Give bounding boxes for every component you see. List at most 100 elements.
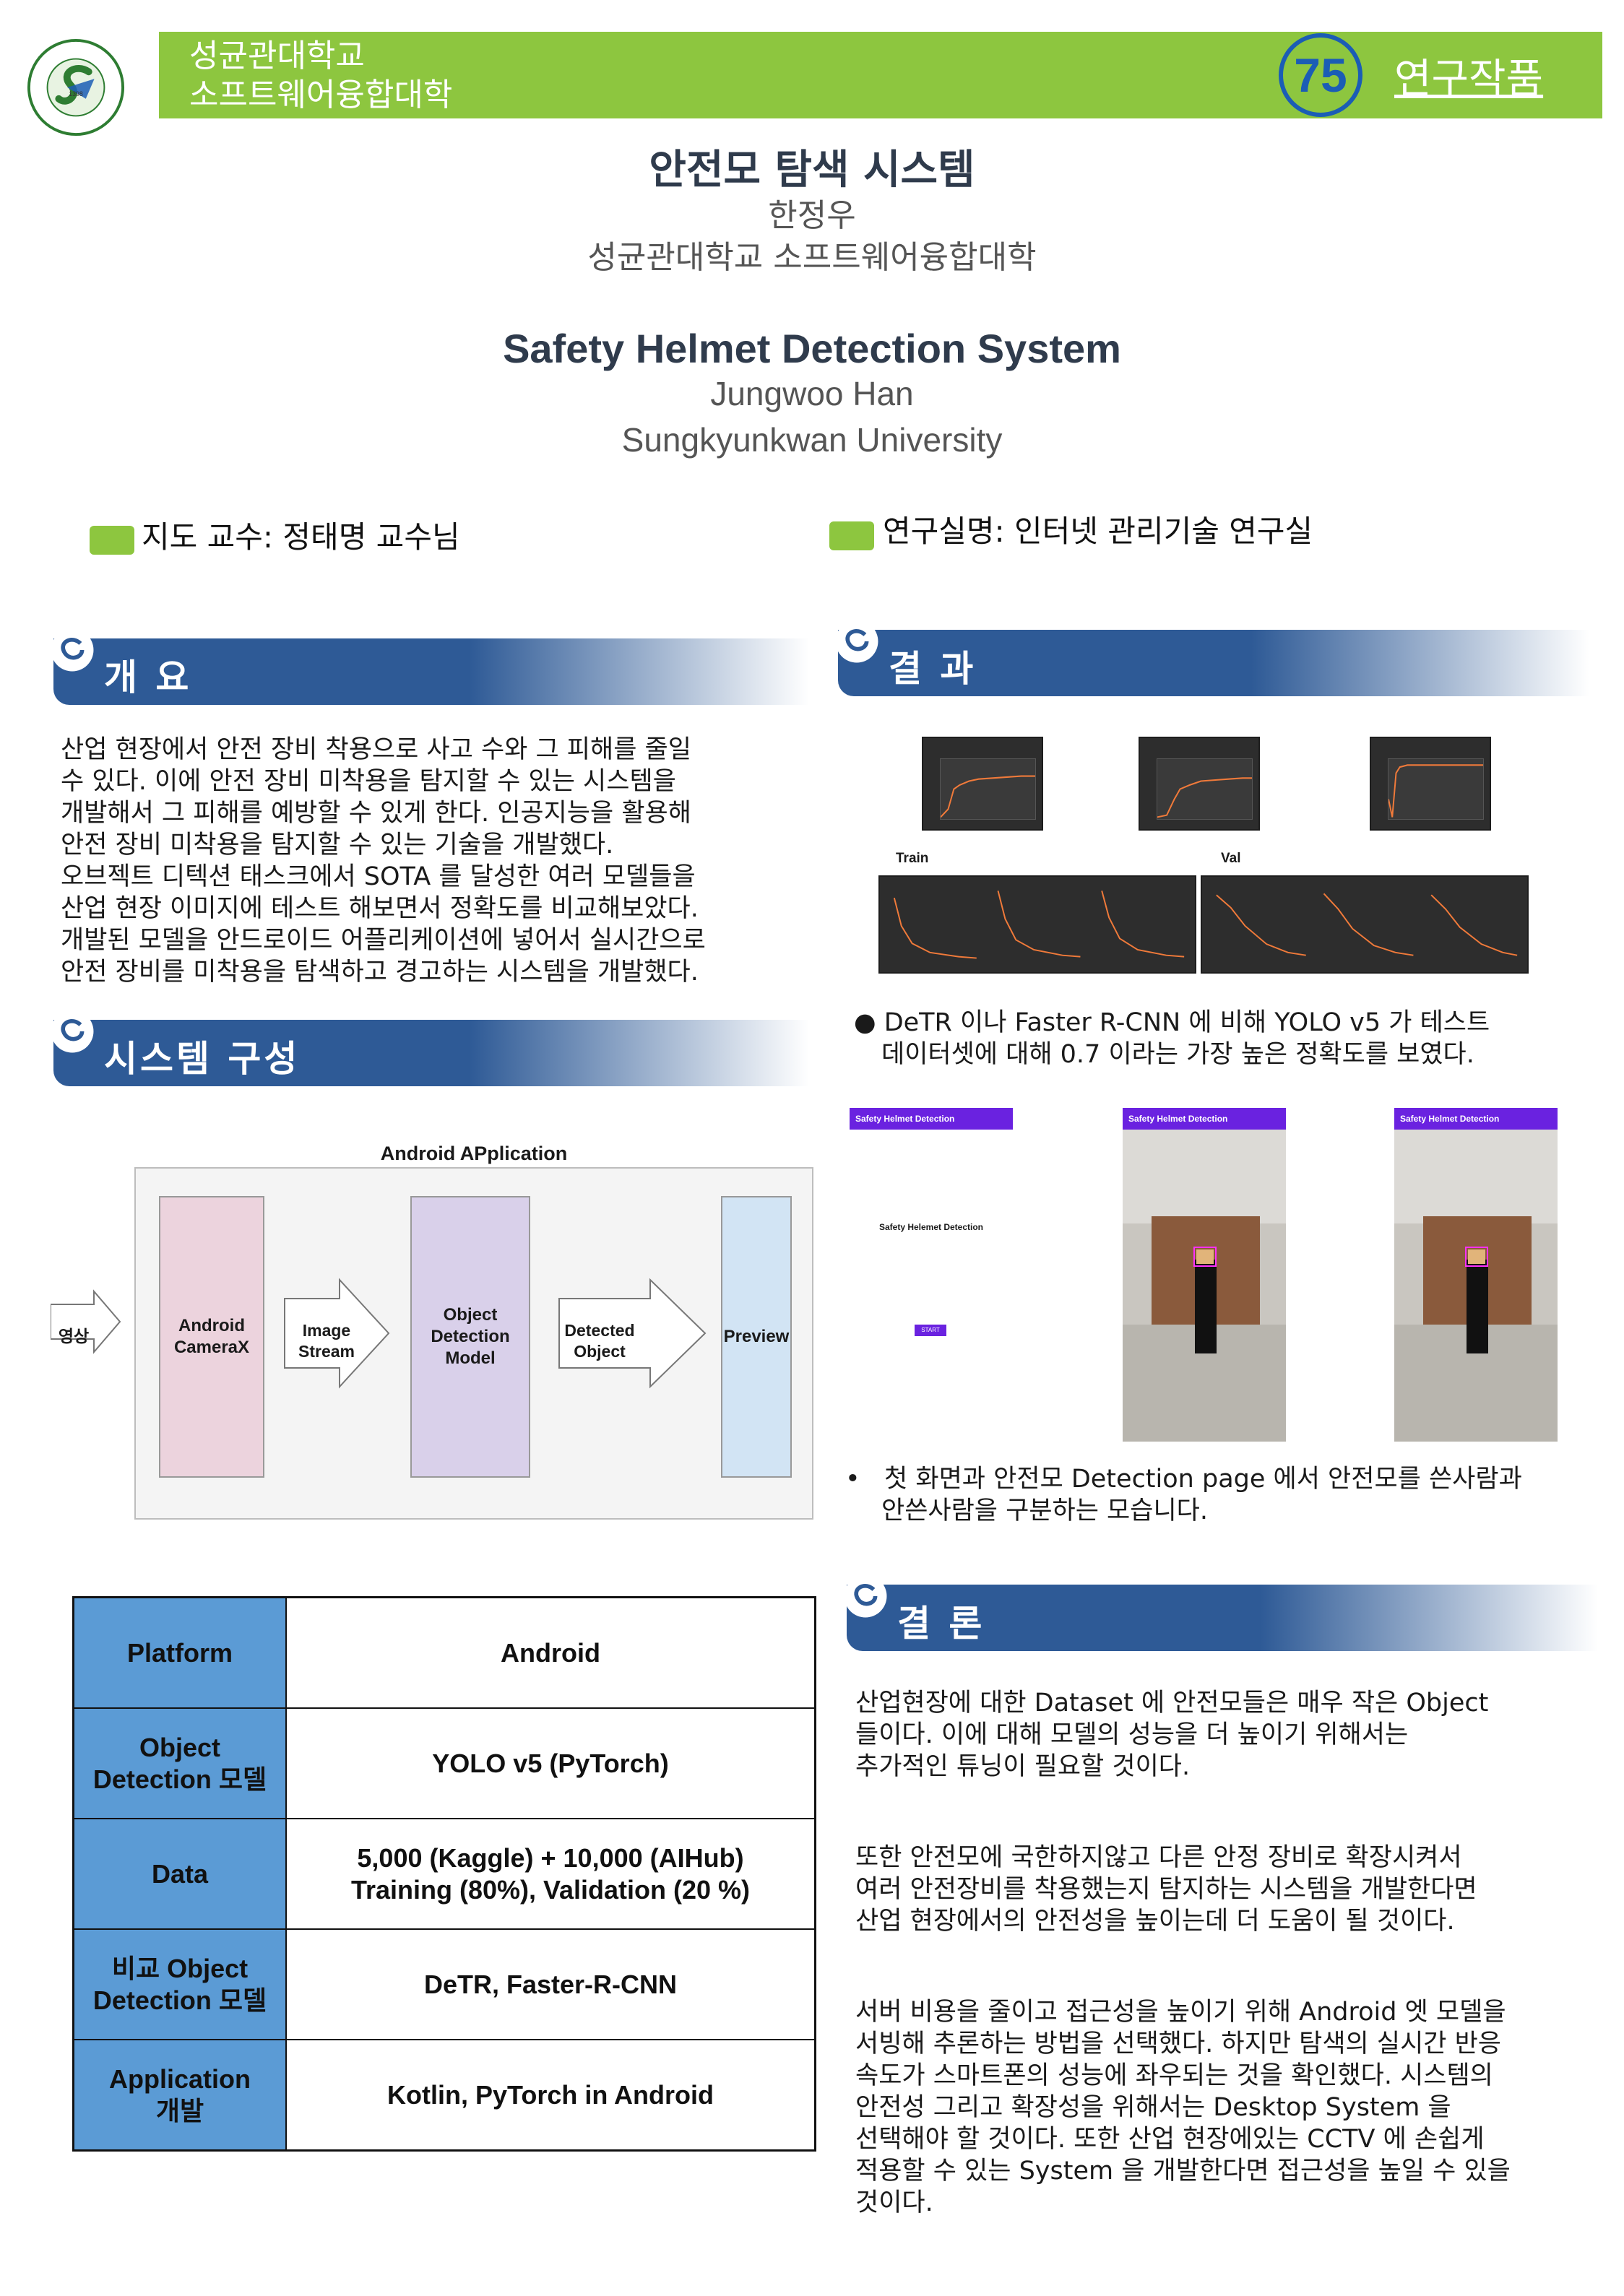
conclusion-line: 속도가 스마트폰의 성능에 좌우되는 것을 확인했다. 시스템의 (855, 2061, 1493, 2090)
section-swirl-icon (51, 628, 94, 672)
app-detection-screen-2: Safety Helmet Detection (1394, 1108, 1558, 1442)
detected-arrow (558, 1278, 707, 1389)
overview-line: 산업 현장 이미지에 테스트 해보면서 정확도를 비교해보았다. (61, 894, 699, 923)
overview-line: 산업 현장에서 안전 장비 착용으로 사고 수와 그 피해를 줄일 (61, 735, 691, 764)
overview-text: 산업 현장에서 안전 장비 착용으로 사고 수와 그 피해를 줄일 수 있다. … (61, 734, 706, 988)
overview-section-bar: 개 요 (51, 628, 809, 705)
overview-heading: 개 요 (104, 657, 192, 698)
overview-line: 오브젝트 디텍션 태스크에서 SOTA 를 달성한 여러 모델들을 (61, 862, 696, 891)
camerax-block: Android CameraX (159, 1196, 264, 1478)
results-section-bar: 결 과 (835, 620, 1589, 696)
input-label: 영상 (58, 1327, 90, 1346)
title-english: Safety Helmet Detection System (503, 326, 1121, 371)
conclusion-para-2: 또한 안전모에 국한하지않고 다른 안정 장비로 확장시켜서 여러 안전장비를 … (855, 1842, 1477, 1937)
detected-label: Detected Object (564, 1321, 635, 1361)
results-bullet1: ● DeTR 이나 Faster R-CNN 에 비해 YOLO v5 가 테스… (854, 1007, 1490, 1070)
app-detection-screen-1: Safety Helmet Detection (1123, 1108, 1286, 1442)
section-swirl-icon (844, 1574, 887, 1618)
overview-line: 수 있다. 이에 안전 장비 미착용을 탐지할 수 있는 시스템을 (61, 767, 676, 796)
spec-table-key: Platform (72, 1596, 287, 1709)
metric-chart (922, 737, 1043, 831)
section-swirl-icon (835, 620, 878, 663)
stream-arrow (284, 1278, 390, 1389)
app-bar-title: Safety Helmet Detection (1123, 1108, 1286, 1130)
conclusion-para-3: 서버 비용을 줄이고 접근성을 높이기 위해 Android 엣 모델을 서빙해… (855, 1996, 1511, 2219)
person-figure (1195, 1260, 1217, 1353)
conclusion-para-1: 산업현장에 대한 Dataset 에 안전모들은 매우 작은 Object 들이… (855, 1687, 1488, 1782)
bullet-dot-icon: ● (854, 1008, 876, 1037)
metric-chart (1139, 737, 1260, 831)
train-loss-charts (878, 875, 1196, 974)
title-korean: 안전모 탐색 시스템 (649, 147, 975, 194)
author-korean: 한정우 (768, 197, 856, 234)
spec-table-key: Application 개발 (72, 2039, 287, 2152)
advisor-bullet (90, 526, 134, 555)
results-bullet1-line2: 데이터셋에 대해 0.7 이라는 가장 높은 정확도를 보였다. (881, 1040, 1474, 1069)
results-heading: 결 과 (889, 648, 977, 690)
conclusion-line: 여러 안전장비를 착용했는지 탐지하는 시스템을 개발한다면 (855, 1875, 1477, 1904)
spec-table-key: 비교 Object Detection 모델 (72, 1928, 287, 2040)
conclusion-line: 또한 안전모에 국한하지않고 다른 안정 장비로 확장시켜서 (855, 1843, 1462, 1872)
val-label: Val (1221, 851, 1241, 866)
spec-table-value: Android (285, 1596, 816, 1709)
spec-table-key: Object Detection 모델 (72, 1707, 287, 1819)
overview-line: 개발된 모델을 안드로이드 어플리케이션에 넣어서 실시간으로 (61, 926, 706, 955)
person-figure (1467, 1260, 1488, 1353)
advisor-text: 지도 교수: 정태명 교수님 (142, 519, 460, 555)
system-section-bar: 시스템 구성 (51, 1010, 809, 1086)
train-label: Train (896, 851, 929, 866)
start-button[interactable]: START (915, 1325, 946, 1336)
training-charts: Train Val (878, 722, 1536, 982)
conclusion-line: 서버 비용을 줄이고 접근성을 높이기 위해 Android 엣 모델을 (855, 1998, 1506, 2027)
conclusion-line: 들이다. 이에 대해 모델의 성능을 더 높이기 위해서는 (855, 1720, 1409, 1749)
results-bullet2-line2: 안쓴사람을 구분하는 모습니다. (881, 1496, 1208, 1525)
model-block: Object Detection Model (410, 1196, 530, 1478)
detection-box (1193, 1247, 1217, 1267)
input-arrow (51, 1289, 121, 1354)
spec-table-value: 5,000 (Kaggle) + 10,000 (AIHub) Training… (285, 1818, 816, 1930)
lab-text: 연구실명: 인터넷 관리기술 연구실 (883, 514, 1313, 549)
poster-number-badge: 75 (1279, 33, 1362, 117)
conclusion-line: 서빙해 추론하는 방법을 선택했다. 하지만 탐색의 실시간 반응 (855, 2029, 1502, 2058)
conclusion-line: 선택해야 할 것이다. 또한 산업 현장에있는 CCTV 에 손쉽게 (855, 2125, 1485, 2154)
results-bullet2-line1: 첫 화면과 안전모 Detection page 에서 안전모를 쓴사람과 (884, 1465, 1522, 1494)
diagram-title: Android APplication (380, 1143, 568, 1164)
school-name-line2: 소프트웨어융합대학 (189, 77, 453, 113)
spec-table-value: YOLO v5 (PyTorch) (285, 1707, 816, 1819)
app-center-title: Safety Helemet Detection (878, 1222, 984, 1232)
diagram-arrows (51, 1278, 707, 1389)
system-heading: 시스템 구성 (104, 1038, 301, 1080)
results-bullet1-line1: DeTR 이나 Faster R-CNN 에 비해 YOLO v5 가 테스트 (884, 1008, 1490, 1037)
lab-bullet (829, 521, 874, 550)
header-bar: 성균관대학교 소프트웨어융합대학 75 연구작품 (159, 32, 1602, 118)
preview-block: Preview (721, 1196, 792, 1478)
section-swirl-icon (51, 1010, 94, 1053)
conclusion-heading: 결 론 (897, 1603, 985, 1645)
conclusion-line: 추가적인 튜닝이 필요할 것이다. (855, 1752, 1191, 1781)
conclusion-line: 적용할 수 있는 System 을 개발한다면 접근성을 높일 수 있을 (855, 2157, 1511, 2185)
architecture-diagram: Android APplication 영상 Android CameraX I… (51, 1141, 824, 1531)
metric-chart (1370, 737, 1491, 831)
university-logo: 1398 (27, 38, 125, 137)
detection-box (1465, 1247, 1488, 1267)
logo-year: 1398 (69, 90, 83, 98)
conclusion-line: 것이다. (855, 2188, 933, 2217)
conclusion-line: 산업현장에 대한 Dataset 에 안전모들은 매우 작은 Object (855, 1689, 1489, 1717)
overview-line: 개발해서 그 피해를 예방할 수 있게 한다. 인공지능을 활용해 (61, 799, 691, 828)
stream-label: Image Stream (298, 1321, 355, 1361)
spec-table-value: Kotlin, PyTorch in Android (285, 2039, 816, 2152)
conclusion-section-bar: 결 론 (844, 1574, 1598, 1651)
school-name-line1: 성균관대학교 (189, 38, 365, 74)
affiliation-korean: 성균관대학교 소프트웨어융합대학 (587, 239, 1037, 276)
app-bar-title: Safety Helmet Detection (850, 1108, 1013, 1130)
app-bar-title: Safety Helmet Detection (1394, 1108, 1558, 1130)
overview-line: 안전 장비 미착용을 탐지할 수 있는 기술을 개발했다. (61, 831, 614, 859)
author-english: Jungwoo Han (710, 375, 914, 412)
results-bullet2: • 첫 화면과 안전모 Detection page 에서 안전모를 쓴사람과 … (845, 1463, 1522, 1527)
